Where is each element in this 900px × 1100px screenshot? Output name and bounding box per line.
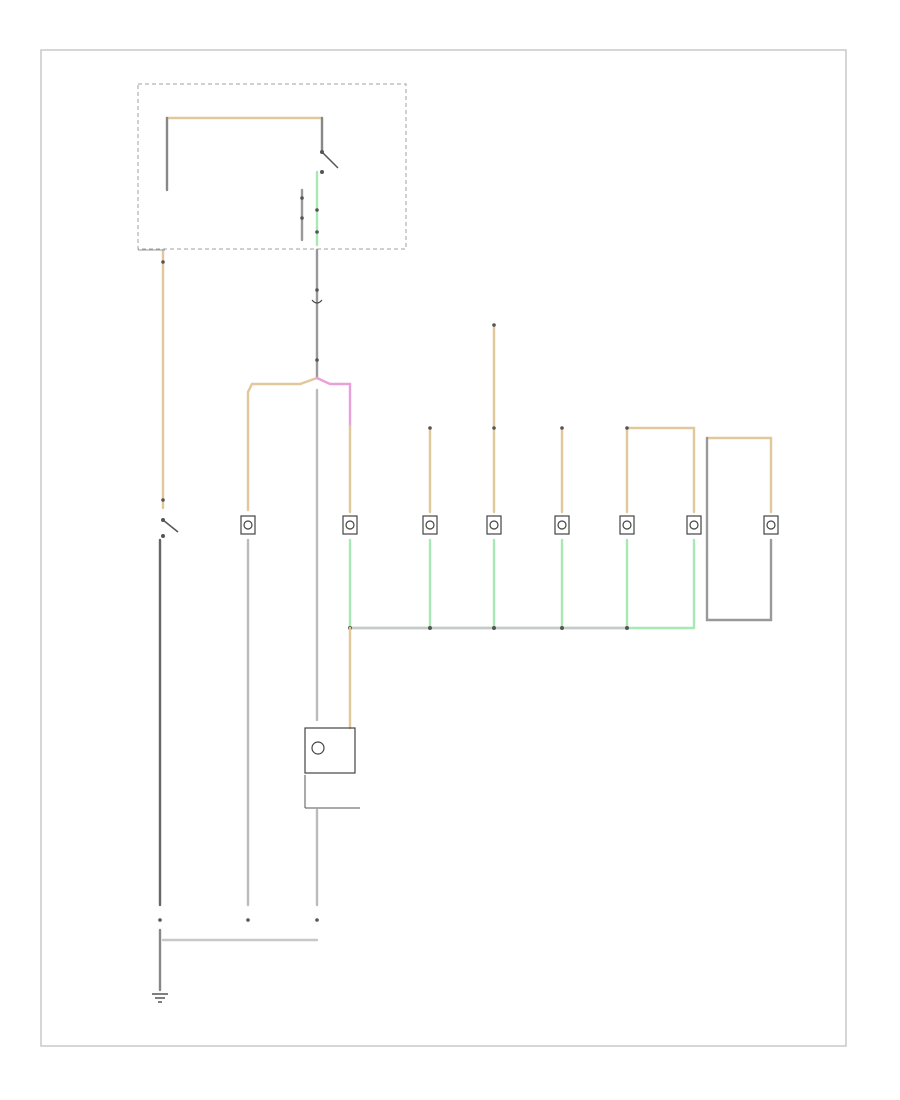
- dashed-component-box: [137, 83, 407, 250]
- lamp-3: [486, 515, 502, 535]
- lamp-5: [619, 515, 635, 535]
- wire-tan-branch-left: [246, 376, 319, 512]
- page-frame: [40, 49, 847, 1047]
- ground-symbol: [152, 993, 168, 1003]
- switch-contacts-lower: [300, 196, 319, 234]
- lamp-2: [422, 515, 438, 535]
- lamp-left: [240, 515, 256, 535]
- headlight-switch: [161, 518, 179, 538]
- combination-switch: [320, 150, 339, 174]
- dimmer-module: [304, 727, 360, 809]
- ground-connector-dots: [158, 918, 319, 922]
- wire-pink-branch-right: [315, 376, 352, 428]
- lamp-7: [763, 515, 779, 535]
- lamp-1: [342, 515, 358, 535]
- upper-connector-dots: [428, 323, 629, 430]
- lamp-6: [686, 515, 702, 535]
- wire-lamp-7-return: [705, 538, 773, 622]
- lamp-4: [554, 515, 570, 535]
- lamp-row: [240, 515, 779, 535]
- wire-lamp-feed-4: [625, 426, 696, 514]
- fuse-symbol: [311, 299, 323, 304]
- wire-lamp-feed-6: [705, 436, 773, 514]
